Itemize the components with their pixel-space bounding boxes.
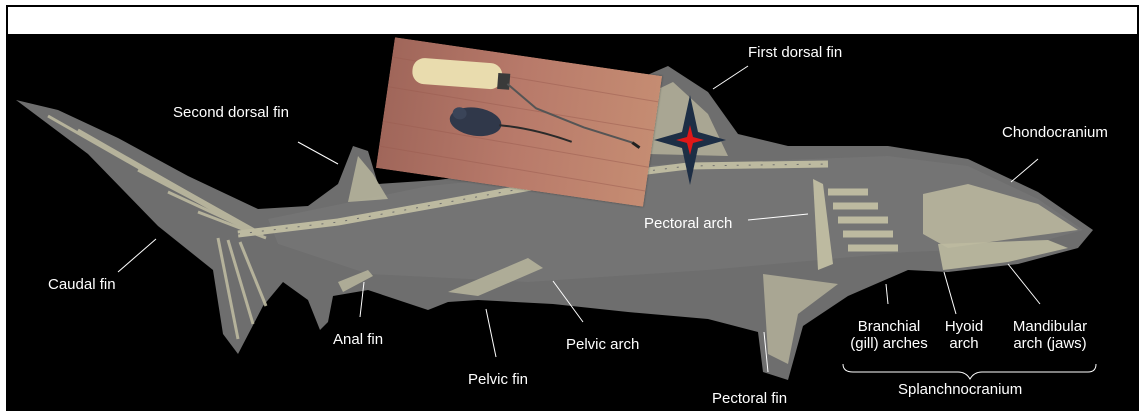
label-branchial-arches: Branchial (gill) arches [840, 318, 938, 352]
label-pelvic-fin: Pelvic fin [468, 371, 528, 388]
label-mandibular-line2: arch (jaws) [1000, 335, 1100, 352]
label-chondocranium: Chondocranium [1002, 124, 1108, 141]
label-second-dorsal-fin: Second dorsal fin [173, 104, 289, 121]
label-pelvic-arch: Pelvic arch [566, 336, 639, 353]
label-hyoid-arch: Hyoid arch [938, 318, 990, 352]
label-branchial-line2: (gill) arches [840, 335, 938, 352]
label-hyoid-line1: Hyoid [938, 318, 990, 335]
label-caudal-fin: Caudal fin [48, 276, 116, 293]
label-branchial-line1: Branchial [840, 318, 938, 335]
four-point-star-icon [654, 95, 726, 185]
label-anal-fin: Anal fin [333, 331, 383, 348]
label-pectoral-arch: Pectoral arch [644, 215, 732, 232]
label-hyoid-line2: arch [938, 335, 990, 352]
label-splanchnocranium: Splanchnocranium [898, 381, 1022, 398]
label-pectoral-fin: Pectoral fin [712, 390, 787, 407]
label-mandibular-arch: Mandibular arch (jaws) [1000, 318, 1100, 352]
label-mandibular-line1: Mandibular [1000, 318, 1100, 335]
label-first-dorsal-fin: First dorsal fin [748, 44, 842, 61]
